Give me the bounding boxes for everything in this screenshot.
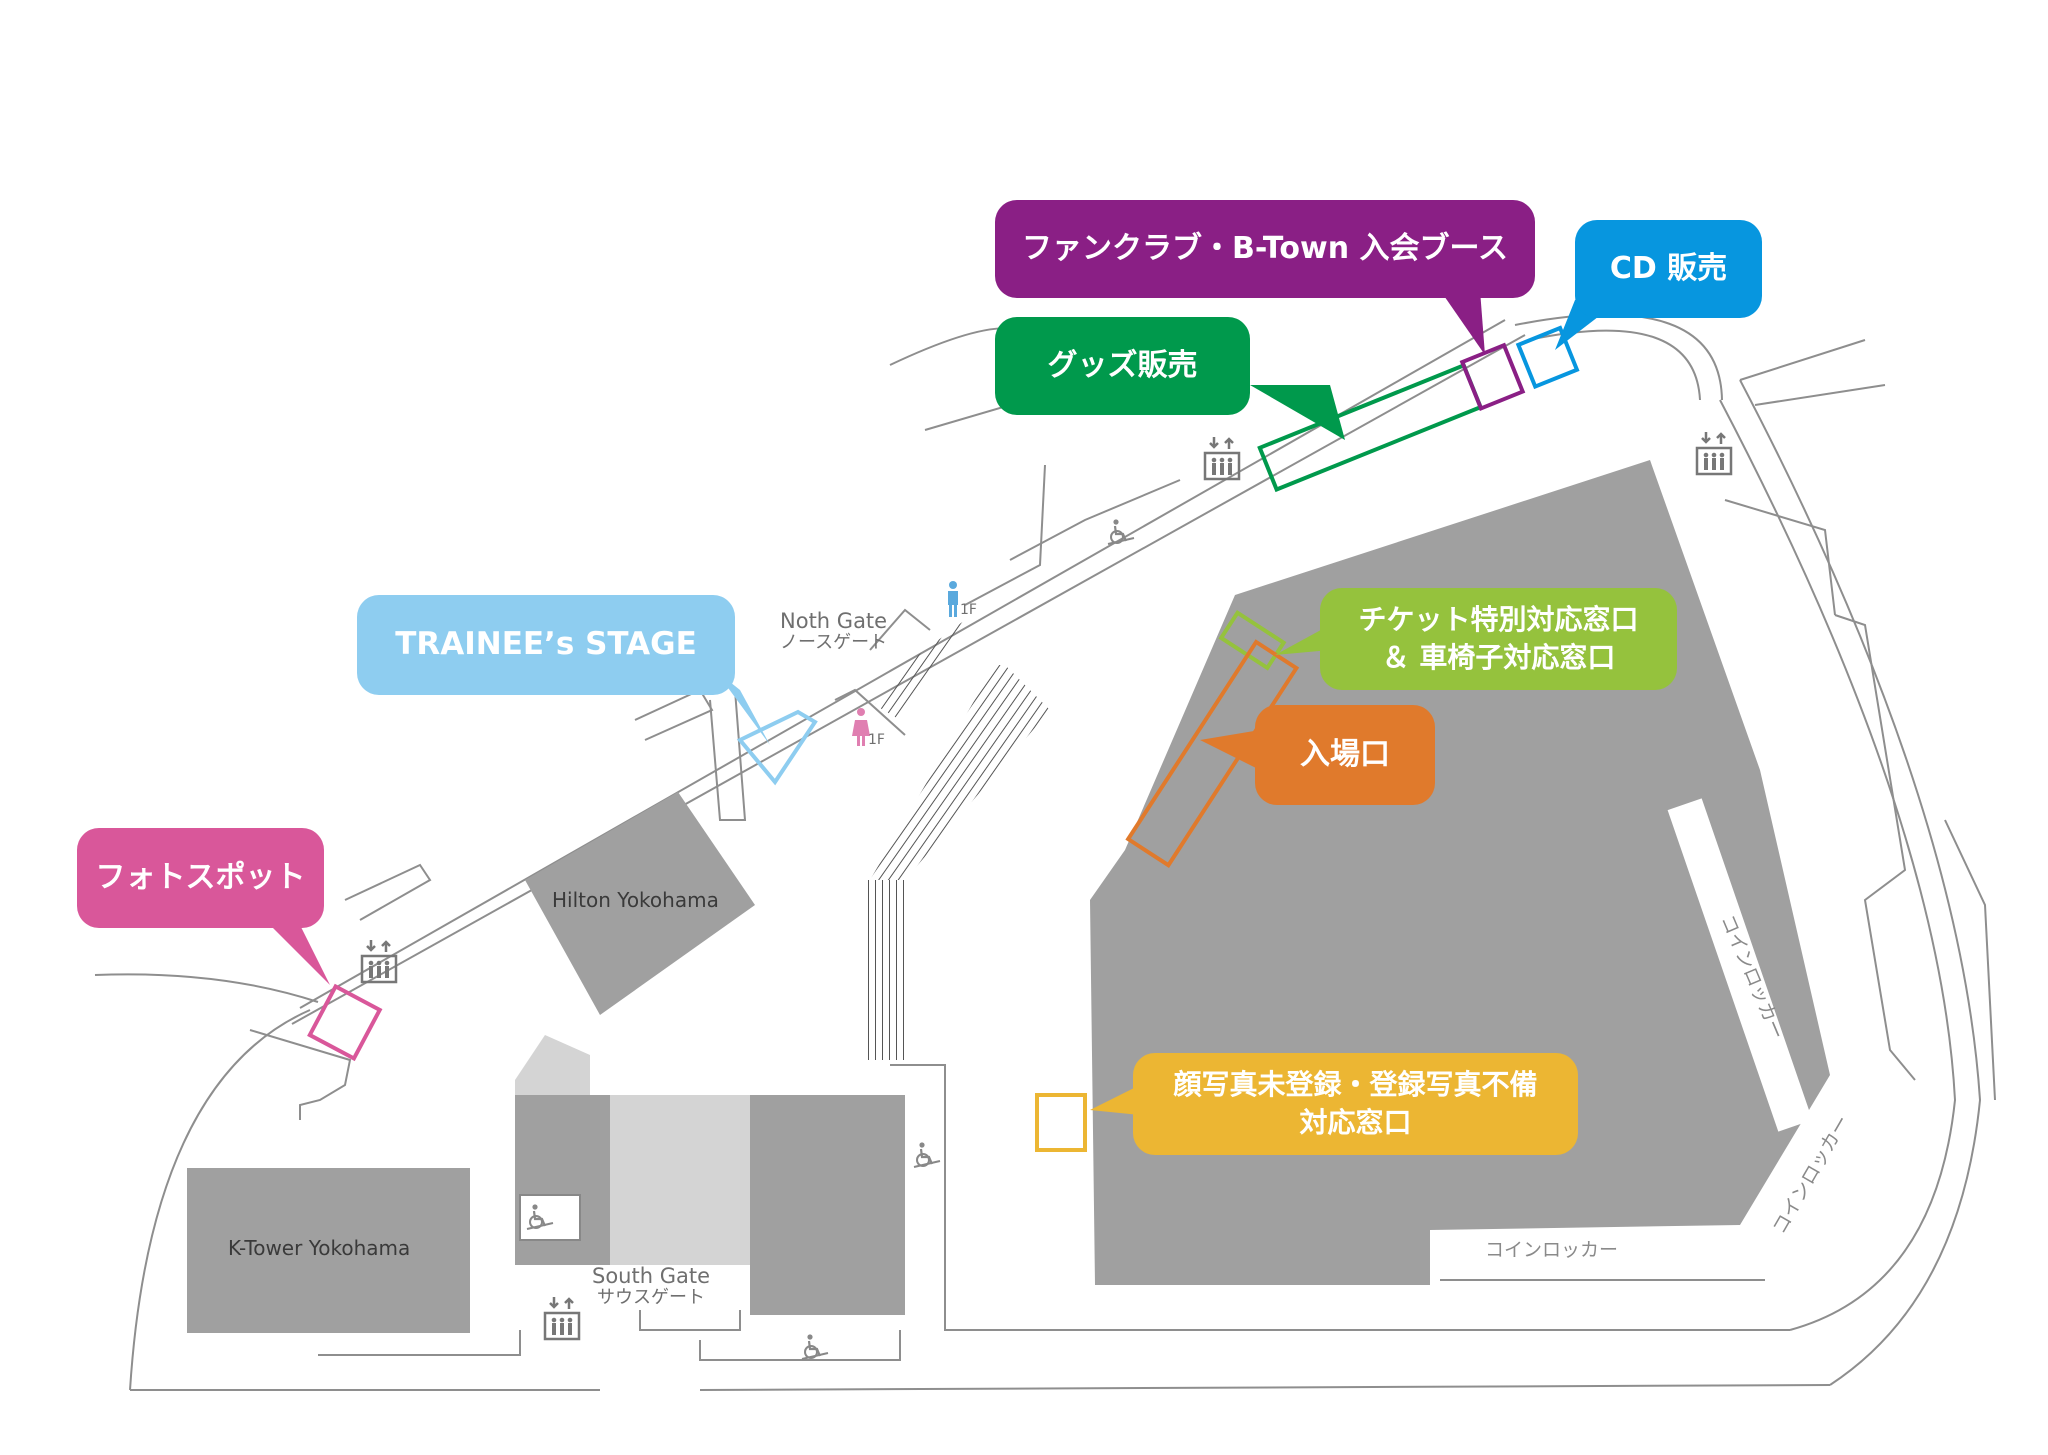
- south-gate-en: South Gate: [592, 1264, 711, 1288]
- cd-sales-callout: CD 販売: [1575, 220, 1762, 318]
- trainee-stage-callout: TRAINEE’s STAGE: [357, 595, 735, 695]
- coin-locker-bottom: コインロッカー: [1485, 1239, 1619, 1261]
- face-photo-window-label-1: 顔写真未登録・登録写真不備: [1173, 1068, 1538, 1102]
- female-restroom-floor: 1F: [868, 732, 885, 748]
- entrance-callout: 入場口: [1255, 705, 1435, 805]
- ticket-window-label-2: ＆ 車椅子対応窓口: [1381, 641, 1616, 674]
- goods-sales-label: グッズ販売: [1047, 347, 1198, 383]
- male-restroom-floor: 1F: [960, 602, 977, 618]
- ticket-window-label-1: チケット特別対応窓口: [1358, 603, 1639, 637]
- face-photo-window-callout: 顔写真未登録・登録写真不備 対応窓口: [1133, 1053, 1578, 1155]
- trainee-stage-label: TRAINEE’s STAGE: [395, 626, 697, 663]
- fanclub-booth-callout: ファンクラブ・B-Town 入会ブース: [995, 200, 1535, 298]
- k-tower-yokohama-label: K-Tower Yokohama: [228, 1236, 411, 1260]
- south-gate-label: South Gate サウスゲート: [592, 1264, 711, 1309]
- north-gate-en: Noth Gate: [780, 609, 888, 633]
- fanclub-booth-label: ファンクラブ・B-Town 入会ブース: [1021, 230, 1508, 266]
- photo-spot-callout: フォトスポット: [77, 828, 324, 928]
- north-gate-label: Noth Gate ノースゲート: [780, 609, 888, 654]
- ticket-window-callout: チケット特別対応窓口 ＆ 車椅子対応窓口: [1320, 588, 1677, 690]
- hilton-yokohama-label: Hilton Yokohama: [552, 888, 719, 912]
- cd-sales-label: CD 販売: [1609, 250, 1728, 286]
- south-gate-jp: サウスゲート: [597, 1287, 705, 1309]
- photo-spot-label: フォトスポット: [95, 859, 306, 895]
- north-gate-jp: ノースゲート: [780, 632, 888, 654]
- entrance-label: 入場口: [1300, 736, 1390, 772]
- goods-sales-callout: グッズ販売: [995, 317, 1250, 415]
- face-photo-window-label-2: 対応窓口: [1299, 1106, 1412, 1139]
